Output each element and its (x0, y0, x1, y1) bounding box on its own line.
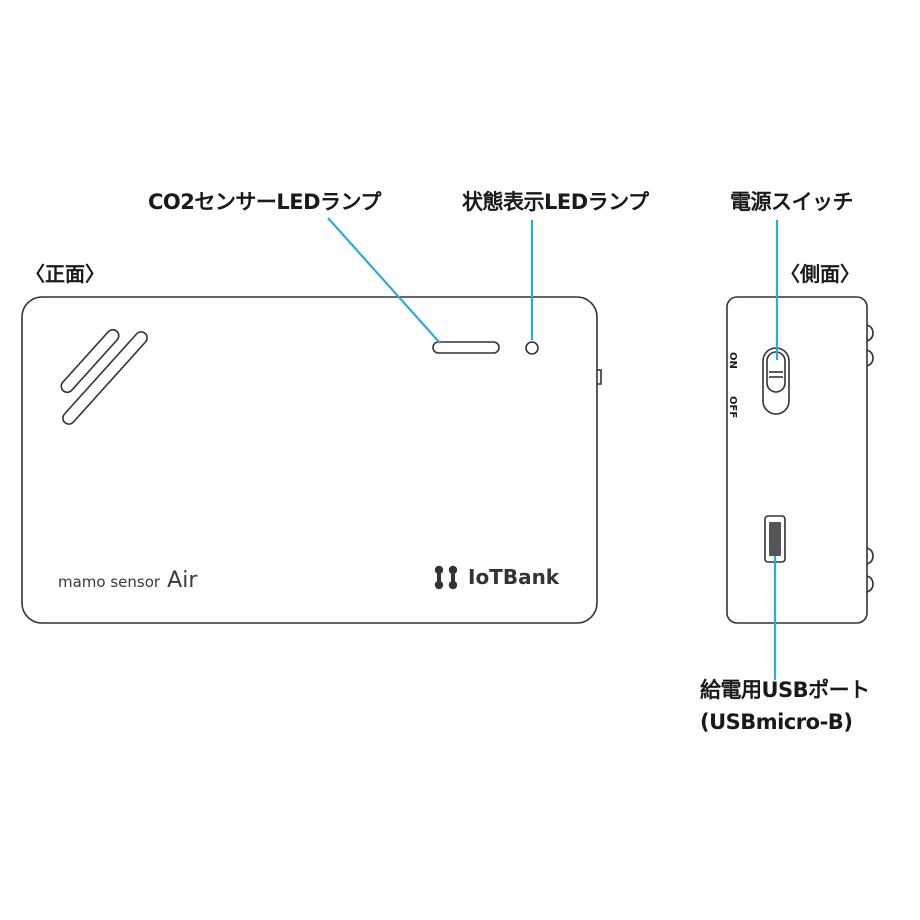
glare-stroke-2 (62, 331, 148, 425)
power-switch-label: 電源スイッチ (730, 190, 854, 214)
status-led-label: 状態表示LEDランプ (462, 190, 649, 214)
side-device-body (726, 296, 868, 624)
side-view (726, 296, 874, 624)
switch-on-label: ON (727, 352, 738, 369)
product-name: mamo sensor Air (58, 570, 197, 592)
switch-off-label: OFF (727, 396, 738, 419)
usb-port-label-line2: (USBmicro-B) (700, 710, 853, 734)
side-view-label: 〈側面〉 (780, 262, 860, 286)
co2-led-label: CO2センサーLEDランプ (148, 190, 381, 214)
front-view-label: 〈正面〉 (25, 262, 105, 286)
product-name-small: mamo sensor (58, 573, 161, 591)
status-led-lamp (525, 341, 539, 355)
product-name-large: Air (167, 568, 198, 593)
brand-name: IoTBank (468, 565, 560, 589)
co2-led-lamp (432, 341, 500, 354)
glare-stroke-1 (60, 328, 120, 394)
front-device-body (21, 296, 598, 624)
co2-led-leader-line (327, 217, 441, 344)
usb-port-label-line1: 給電用USBポート (700, 678, 870, 702)
iotbank-logo-icon (434, 565, 458, 590)
leader-lines (327, 217, 779, 680)
front-side-button (597, 369, 602, 385)
front-view (21, 296, 602, 624)
